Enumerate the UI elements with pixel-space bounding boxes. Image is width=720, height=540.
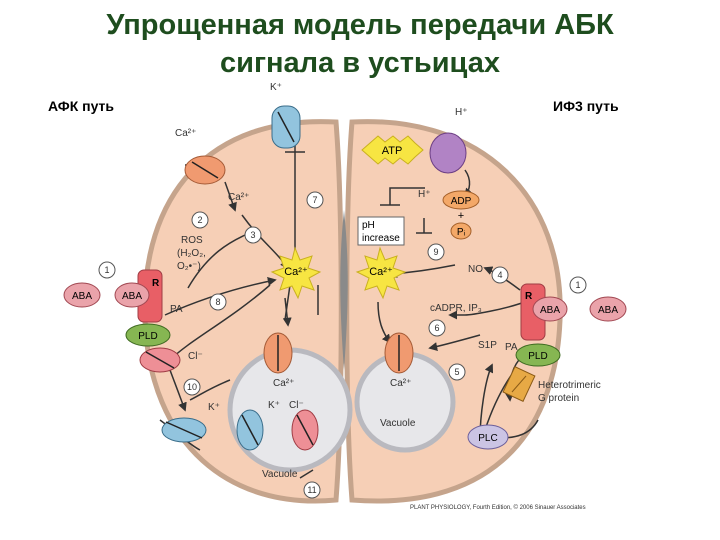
k-channel-vacuole xyxy=(236,409,264,451)
stomata-signaling-diagram: Ca²⁺ Ca²⁺ ATP R ABA ABA xyxy=(63,82,627,511)
step-10: 10 xyxy=(187,382,197,392)
aba-bound-right xyxy=(532,296,568,322)
cl-channel-vacuole xyxy=(291,409,319,451)
s1p-label: S1P xyxy=(478,340,497,351)
vacuole-left-label: Vacuole xyxy=(262,469,298,480)
plus-sign: + xyxy=(458,210,464,222)
pld-left-label: PLD xyxy=(138,331,157,342)
adp-label: ADP xyxy=(451,196,472,207)
hetero-line1: Heterotrimeric xyxy=(538,380,601,391)
vacuole-right-label: Vacuole xyxy=(380,418,416,429)
ph-increase-box xyxy=(357,216,405,246)
ros-label: ROS xyxy=(181,235,203,246)
aba-outside-right xyxy=(589,296,627,322)
cl-channel-left xyxy=(139,347,181,373)
cl-vacuole: Cl⁻ xyxy=(289,400,304,411)
plc-label: PLC xyxy=(478,433,497,444)
aba-bound-left xyxy=(114,282,150,308)
title-line-2: сигнала в устьицах xyxy=(219,47,500,79)
atp-label: ATP xyxy=(382,145,403,157)
step-1-right-marker xyxy=(569,276,587,294)
ca-burst-right-label: Ca²⁺ xyxy=(369,266,393,278)
ca-right-vacuole: Ca²⁺ xyxy=(390,378,411,389)
step-4: 4 xyxy=(497,270,502,280)
step-1-right: 1 xyxy=(575,280,580,290)
ca-channel-right-vacuole xyxy=(384,332,414,374)
k-plus-top: K⁺ xyxy=(270,82,282,93)
page-title: Упрощенная модель передачи АБК сигнала в… xyxy=(0,6,720,82)
step-6: 6 xyxy=(434,323,439,333)
plc-enzyme xyxy=(467,424,509,450)
ros-o2-label: O₂•⁻) xyxy=(177,261,201,272)
hetero-line2: G protein xyxy=(538,393,579,404)
step-7: 7 xyxy=(312,195,317,205)
h-plus-inside: H⁺ xyxy=(418,189,431,200)
ca-burst-left-label: Ca²⁺ xyxy=(284,266,308,278)
aba-outside-right-label: ABA xyxy=(598,305,618,316)
h-pump xyxy=(429,132,467,174)
receptor-left-label: R xyxy=(152,278,160,289)
ros-h2o2-label: (H₂O₂, xyxy=(177,248,206,259)
ca-channel-left-vacuole xyxy=(263,332,293,374)
pi-label: Pᵢ xyxy=(457,227,466,238)
pa-label-right: PA xyxy=(505,342,518,353)
cadpr-ip3-label: cADPR, IP₃ xyxy=(430,303,482,314)
step-9: 9 xyxy=(433,247,438,257)
g-protein xyxy=(502,365,536,403)
step-1-left: 1 xyxy=(104,265,109,275)
step-5: 5 xyxy=(454,367,459,377)
k-channel-bottom-left xyxy=(161,417,207,443)
step-8: 8 xyxy=(215,297,220,307)
pa-label-left: PA xyxy=(170,304,183,315)
ph-label-line1: pH xyxy=(362,220,375,231)
pld-right xyxy=(515,343,561,367)
pld-left xyxy=(125,323,171,347)
no-label: NO xyxy=(468,264,483,275)
aba-outside-left xyxy=(63,282,101,308)
k-plus-vacuole: K⁺ xyxy=(268,400,280,411)
k-plus-lower-left: K⁺ xyxy=(208,402,220,413)
k-channel-top xyxy=(271,105,301,149)
step-11: 11 xyxy=(307,485,316,495)
ip3-path-label: ИФ3 путь xyxy=(553,98,619,114)
step-markers xyxy=(98,191,509,499)
figure-credit: PLANT PHYSIOLOGY, Fourth Edition, © 2006… xyxy=(410,504,586,511)
pi-bubble xyxy=(450,222,472,240)
ca-top-outside: Ca²⁺ xyxy=(175,128,196,139)
ph-label-line2: increase xyxy=(362,233,400,244)
receptor-right-label: R xyxy=(525,291,533,302)
ca-channel-top xyxy=(184,155,226,185)
ca-left-vacuole: Ca²⁺ xyxy=(273,378,294,389)
step-2: 2 xyxy=(197,215,202,225)
h-plus-top: H⁺ xyxy=(455,107,468,118)
aba-bound-right-label: ABA xyxy=(540,305,560,316)
ca-burst-right xyxy=(355,246,407,300)
pld-right-label: PLD xyxy=(528,351,547,362)
aba-bound-left-label: ABA xyxy=(122,291,142,302)
ca-top-inside: Ca²⁺ xyxy=(228,192,249,203)
stomatal-pore xyxy=(340,210,348,370)
adp-bubble xyxy=(442,190,480,210)
ros-path-label: АФК путь xyxy=(48,98,115,114)
cl-label-left: Cl⁻ xyxy=(188,351,203,362)
aba-outside-left-label: ABA xyxy=(72,291,92,302)
step-3: 3 xyxy=(250,230,255,240)
atp-burst xyxy=(361,135,424,165)
ca-burst-left xyxy=(270,246,322,300)
title-line-1: Упрощенная модель передачи АБК xyxy=(106,9,614,41)
